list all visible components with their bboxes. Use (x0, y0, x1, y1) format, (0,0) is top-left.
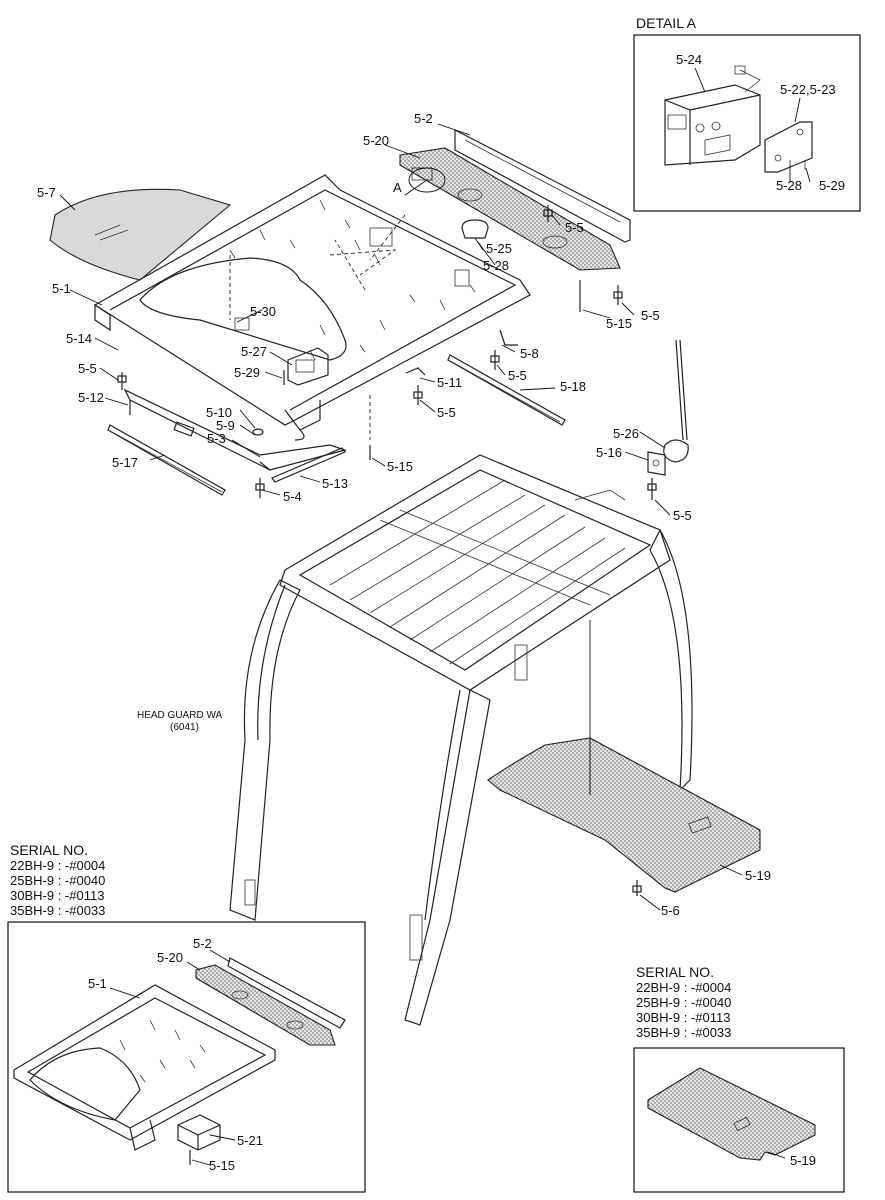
callout-inset-5-1: 5-1 (88, 976, 107, 991)
detail-a-box: DETAIL A 5-24 5-22,5-23 5-28 5-29 (633, 15, 861, 212)
detail-a-frame (633, 34, 861, 212)
front-cover-5-20 (399, 147, 621, 271)
callout-5-15-upper: 5-15 (606, 316, 632, 331)
callout-5-3: 5-3 (207, 431, 226, 446)
callout-inset-right-5-19: 5-19 (790, 1153, 816, 1168)
callout-5-5-right: 5-5 (641, 308, 660, 323)
head-guard-label: HEAD GUARD WA (137, 710, 223, 721)
switch-pad-5-27 (287, 347, 329, 386)
detail-a-title: DETAIL A (636, 15, 697, 31)
inset-box-left: 5-2 5-20 5-1 5-21 5-15 (7, 921, 366, 1193)
serial-left-row: 35BH-9 : -#0033 (10, 903, 105, 918)
inset-right-frame (633, 1047, 845, 1193)
small-fasteners (117, 329, 518, 498)
serial-right-row: 25BH-9 : -#0040 (636, 995, 731, 1010)
bolt-5-5-upper (543, 205, 553, 222)
callout-5-6: 5-6 (661, 903, 680, 918)
leader-lines (59, 123, 743, 911)
callout-5-18: 5-18 (560, 379, 586, 394)
rail-5-18 (447, 354, 566, 426)
head-guard-frame (229, 454, 693, 1026)
callout-5-15-mid: 5-15 (387, 459, 413, 474)
callout-5-5-antenna: 5-5 (673, 508, 692, 523)
serial-block-left: SERIAL NO. 22BH-9 : -#0004 25BH-9 : -#00… (10, 842, 105, 918)
callout-5-1: 5-1 (52, 281, 71, 296)
inset-left-frame (7, 921, 366, 1193)
callout-5-28: 5-28 (483, 258, 509, 273)
radio-unit-drawing (664, 65, 761, 166)
antenna-bracket-5-16 (647, 451, 666, 500)
callout-5-29: 5-29 (234, 365, 260, 380)
bolt-5-6 (632, 880, 642, 896)
callout-detail-a: A (393, 180, 402, 195)
serial-block-right: SERIAL NO. 22BH-9 : -#0004 25BH-9 : -#00… (636, 964, 731, 1040)
serial-right-title: SERIAL NO. (636, 964, 714, 980)
callout-5-4: 5-4 (283, 489, 302, 504)
sun-visor-5-7 (49, 188, 232, 281)
serial-right-row: 30BH-9 : -#0113 (636, 1010, 730, 1025)
callout-inset-5-15: 5-15 (209, 1158, 235, 1173)
callout-5-17: 5-17 (112, 455, 138, 470)
callout-inset-5-21: 5-21 (237, 1133, 263, 1148)
callout-5-16: 5-16 (596, 445, 622, 460)
serial-left-row: 22BH-9 : -#0004 (10, 858, 105, 873)
callout-5-10: 5-10 (206, 405, 232, 420)
serial-left-title: SERIAL NO. (10, 842, 88, 858)
callout-5-5-left: 5-5 (78, 361, 97, 376)
callout-5-27: 5-27 (241, 344, 267, 359)
callout-5-8: 5-8 (520, 346, 539, 361)
clip-5-3 (173, 421, 195, 437)
callout-5-5-mid: 5-5 (508, 368, 527, 383)
callout-5-24: 5-24 (676, 52, 702, 67)
antenna-5-26 (663, 339, 689, 463)
callout-5-29-detail: 5-29 (819, 178, 845, 193)
callout-5-12: 5-12 (78, 390, 104, 405)
callout-5-14: 5-14 (66, 331, 92, 346)
serial-left-row: 25BH-9 : -#0040 (10, 873, 105, 888)
floor-plate-5-19 (487, 737, 761, 893)
callout-5-20: 5-20 (363, 133, 389, 148)
callout-inset-5-2: 5-2 (193, 936, 212, 951)
mounting-strip-5-2 (454, 129, 631, 243)
callout-5-19: 5-19 (745, 868, 771, 883)
radio-bracket-drawing (764, 121, 813, 173)
callout-5-5-lower: 5-5 (437, 405, 456, 420)
callout-5-13: 5-13 (322, 476, 348, 491)
callout-5-9: 5-9 (216, 418, 235, 433)
serial-right-row: 35BH-9 : -#0033 (636, 1025, 731, 1040)
callout-5-22-5-23: 5-22,5-23 (780, 82, 836, 97)
callout-5-2: 5-2 (414, 111, 433, 126)
bolt-5-5-right (613, 285, 623, 305)
rail-5-13 (271, 447, 346, 483)
roof-frame-5-1 (93, 174, 531, 441)
callout-5-7: 5-7 (37, 185, 56, 200)
speaker-5-25 (461, 219, 489, 239)
callout-5-11: 5-11 (437, 375, 462, 390)
serial-left-row: 30BH-9 : -#0113 (10, 888, 104, 903)
callout-5-5-upper: 5-5 (565, 220, 584, 235)
serial-right-row: 22BH-9 : -#0004 (636, 980, 731, 995)
rail-5-17 (107, 424, 226, 496)
callout-5-25: 5-25 (486, 241, 512, 256)
callout-5-30: 5-30 (250, 304, 276, 319)
head-guard-code: (6041) (170, 722, 199, 733)
callout-5-28-detail: 5-28 (776, 178, 802, 193)
callout-5-26: 5-26 (613, 426, 639, 441)
callout-inset-5-20: 5-20 (157, 950, 183, 965)
detail-a-marker (408, 167, 446, 193)
inset-box-right: 5-19 (633, 1047, 845, 1193)
